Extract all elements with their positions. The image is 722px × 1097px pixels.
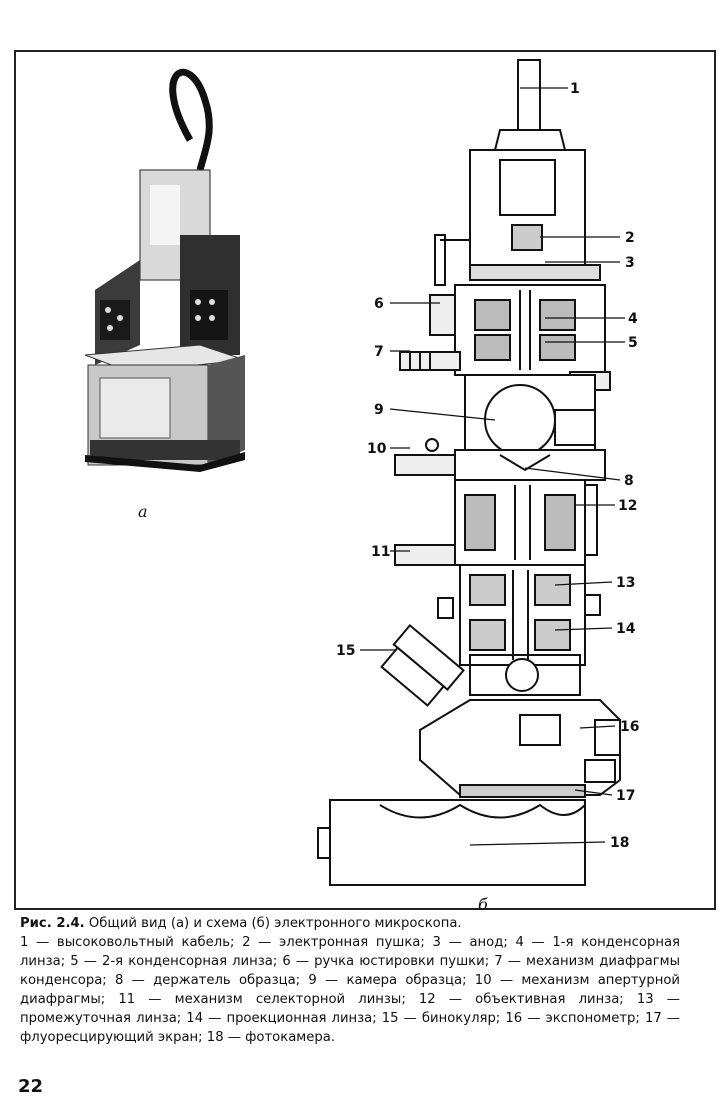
callout-14: 14: [616, 621, 636, 637]
callout-2: 2: [625, 230, 635, 246]
leader-lines: [360, 87, 625, 846]
callout-3: 3: [625, 255, 635, 271]
caption-title: Общий вид (а) и схема (б) электронного м…: [88, 916, 462, 931]
microscope-schematic: [317, 59, 621, 886]
callout-11: 11: [371, 544, 390, 560]
callout-4: 4: [628, 311, 638, 327]
page-number: 22: [18, 1076, 44, 1097]
callout-labels: 1 2 3 4 5 6 7 9 10 8 12 11 13 14 15 16 1…: [336, 81, 639, 851]
callout-12: 12: [618, 498, 637, 514]
subfigure-label-a: а: [138, 502, 148, 521]
callout-13: 13: [616, 575, 635, 591]
caption-title-line: Рис. 2.4. Общий вид (а) и схема (б) элек…: [20, 914, 680, 933]
callout-6: 6: [374, 296, 384, 312]
caption-legend: 1 — высоковольтный кабель; 2 — электронн…: [20, 935, 680, 1045]
caption-prefix: Рис. 2.4.: [20, 916, 85, 931]
subfigure-label-b: б: [478, 895, 488, 914]
figure-caption: Рис. 2.4. Общий вид (а) и схема (б) элек…: [20, 914, 680, 1047]
callout-1: 1: [570, 81, 580, 97]
callout-17: 17: [616, 788, 635, 804]
callout-7: 7: [374, 344, 384, 360]
microscope-photo: [84, 68, 246, 472]
callout-10: 10: [367, 441, 387, 457]
figure-frame: [14, 50, 716, 910]
callout-15: 15: [336, 643, 355, 659]
callout-8: 8: [624, 473, 634, 489]
callout-16: 16: [620, 719, 639, 735]
callout-9: 9: [374, 402, 384, 418]
callout-5: 5: [628, 335, 638, 351]
callout-18: 18: [610, 835, 629, 851]
